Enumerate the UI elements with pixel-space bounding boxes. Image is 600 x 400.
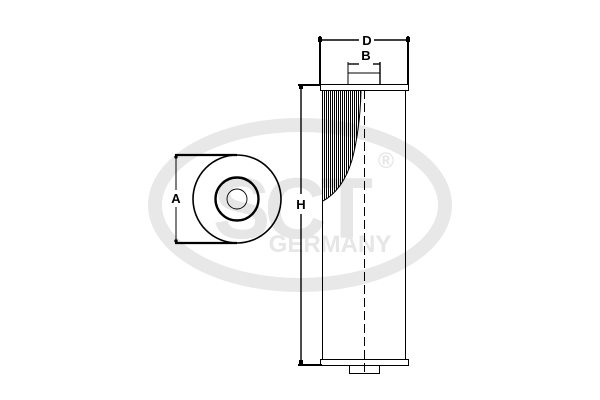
watermark-subtitle: GERMANY xyxy=(269,231,392,258)
top-cap xyxy=(320,84,409,91)
bottom-nipple xyxy=(349,365,380,374)
dimension-a-label: A xyxy=(171,191,181,206)
dimension-d xyxy=(318,36,410,85)
filter-side-view xyxy=(320,84,409,374)
dimension-h xyxy=(298,84,322,366)
dimension-d-label: D xyxy=(362,33,371,48)
middle-circle xyxy=(214,176,260,222)
dimension-b xyxy=(347,62,381,84)
watermark: SCT ® GERMANY xyxy=(148,118,452,292)
inner-circle xyxy=(226,188,248,210)
watermark-ellipse xyxy=(148,118,452,292)
dimension-a xyxy=(174,153,237,245)
dimension-h-label: H xyxy=(296,197,305,212)
watermark-registered: ® xyxy=(378,148,394,173)
dimension-b-label: B xyxy=(361,48,370,63)
